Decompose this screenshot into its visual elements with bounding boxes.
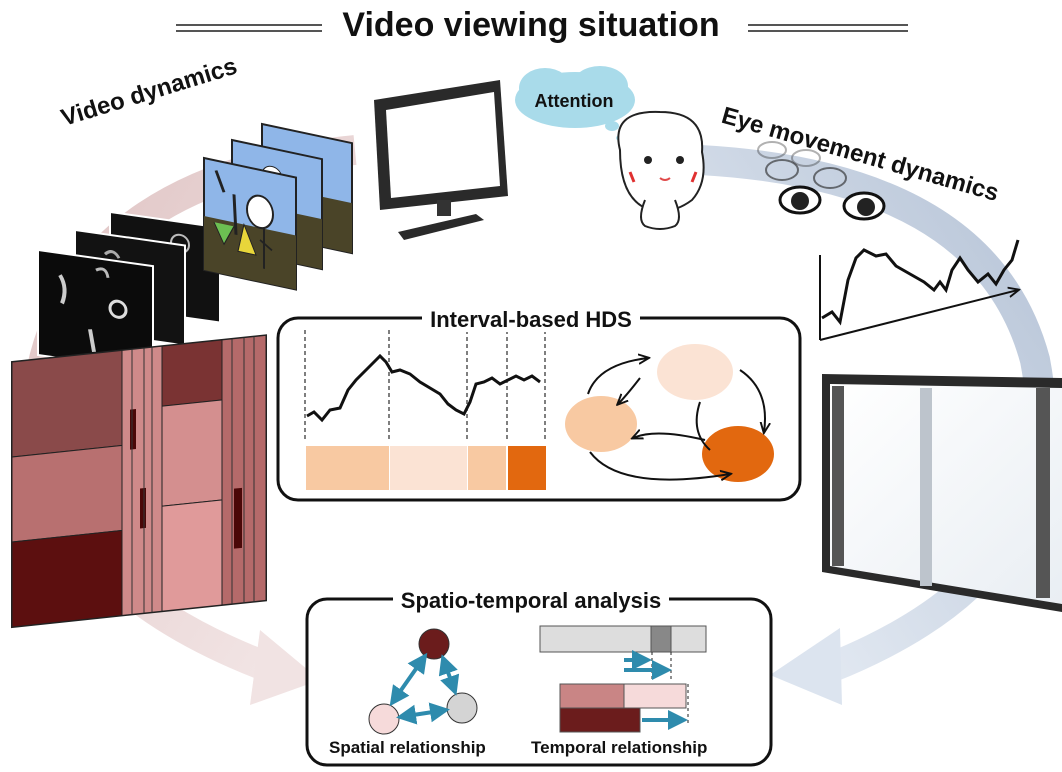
viewer-girl-icon <box>617 110 705 230</box>
eyes-icon <box>757 141 886 221</box>
eye-screen-icon <box>822 374 1062 612</box>
video-frames-icon <box>37 122 353 373</box>
hds-state-graph <box>565 344 774 482</box>
attention-label: Attention <box>534 91 614 111</box>
temporal-relationship-label: Temporal relationship <box>531 738 708 757</box>
hds-panel <box>276 316 802 502</box>
spatio-temporal-panel <box>305 597 773 767</box>
spatial-relationship-label: Spatial relationship <box>329 738 486 757</box>
title-rule-left <box>176 24 322 32</box>
eye-movement-plot <box>819 239 1018 341</box>
temporal-bars <box>539 625 707 733</box>
page-title: Video viewing situation <box>0 6 1062 45</box>
spatio-temporal-panel-title: Spatio-temporal analysis <box>0 588 1062 614</box>
spatial-graph <box>368 628 478 735</box>
title-rule-right <box>748 24 908 32</box>
hds-panel-title: Interval-based HDS <box>0 307 1062 333</box>
treemap-icon <box>11 334 267 629</box>
television-icon <box>374 80 508 240</box>
hds-signal <box>304 330 546 490</box>
